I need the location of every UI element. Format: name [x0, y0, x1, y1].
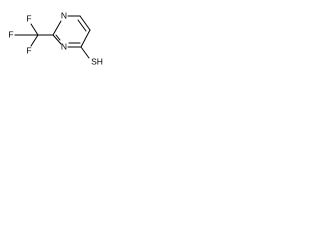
atom-f-bottom-label: F [26, 45, 31, 55]
atom-f-left-label: F [8, 29, 13, 39]
bond-c6-c5-inner [77, 19, 87, 32]
bond-c5-c4 [80, 29, 91, 48]
structure-diagram: N N F F F SH [0, 0, 109, 71]
bond-n3-c2-inner [55, 34, 61, 41]
bond-c-f-top [30, 23, 39, 36]
atom-f-top-label: F [26, 13, 31, 23]
atom-n1-label: N [61, 10, 67, 20]
molecule-drawing: N N F F F SH [8, 10, 103, 66]
bond-c2-n1 [52, 20, 62, 36]
bond-c-f-bottom [30, 34, 39, 47]
atom-sh-label: SH [91, 56, 103, 66]
bond-n3-c2 [52, 34, 62, 45]
bond-c6-c5 [79, 15, 91, 31]
atom-n3-label: N [61, 41, 67, 51]
bond-c4-s [80, 46, 90, 59]
